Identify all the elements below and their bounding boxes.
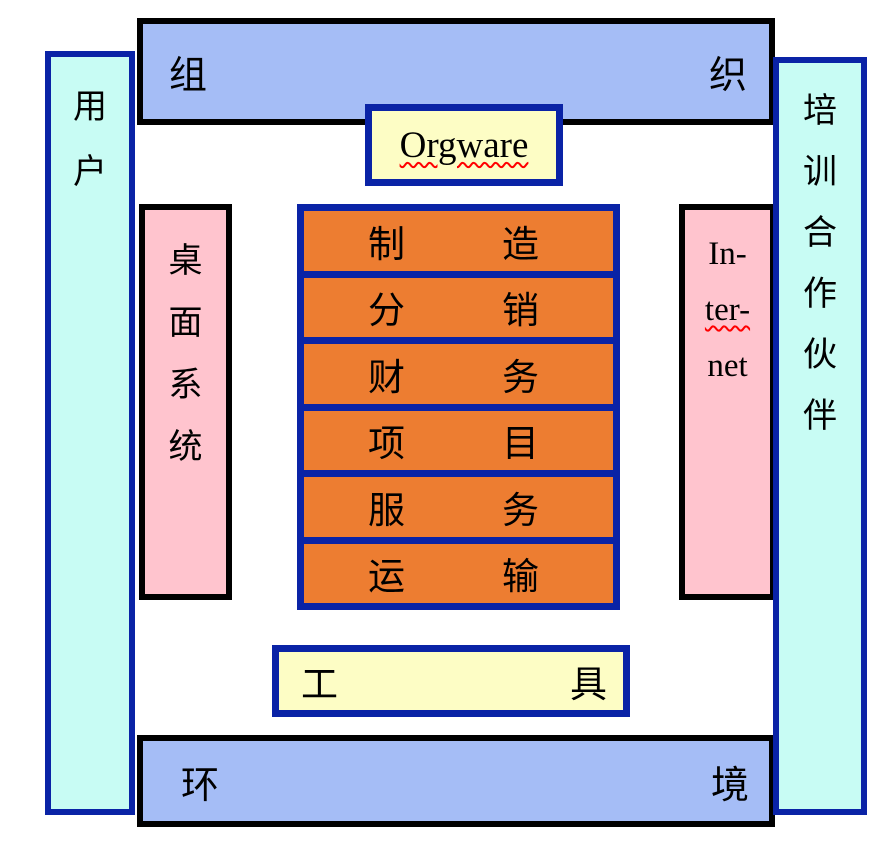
training-partners-char: 合 [803, 215, 837, 252]
module-stack: 制 造 分 销 财 务 项 目 服 务 运 输 [297, 204, 620, 610]
tools-right-char: 具 [570, 665, 607, 706]
internet-line: net [707, 348, 748, 384]
module-row-distribution: 分 销 [304, 277, 613, 337]
module-row-transport: 运 输 [304, 543, 613, 603]
desktop-system-char: 系 [168, 367, 203, 404]
module-char: 造 [502, 224, 539, 266]
module-char: 项 [368, 424, 405, 466]
module-char: 目 [502, 424, 539, 466]
users-bar-char: 户 [73, 154, 107, 191]
internet-line-misspell-underline: ter- [704, 292, 751, 328]
tools-box: 工 具 [272, 645, 630, 717]
desktop-system-char: 桌 [168, 243, 203, 280]
environment-right-char: 境 [710, 764, 749, 807]
module-char: 财 [368, 357, 405, 399]
organization-left-char: 组 [169, 55, 208, 97]
environment-left-char: 环 [181, 764, 220, 807]
training-partners-bar: 培 训 合 作 伙 伴 [773, 57, 867, 815]
module-char: 务 [502, 357, 539, 399]
organization-right-char: 织 [708, 55, 747, 97]
module-char: 务 [502, 490, 539, 532]
module-char: 输 [502, 557, 539, 599]
desktop-system-char: 面 [168, 305, 203, 342]
users-bar: 用 户 [45, 51, 135, 815]
module-row-service: 服 务 [304, 477, 613, 537]
training-partners-char: 培 [803, 93, 837, 130]
orgware-box: Orgware [365, 104, 563, 186]
module-row-manufacturing: 制 造 [304, 211, 613, 271]
module-char: 运 [368, 557, 405, 599]
training-partners-char: 伴 [803, 398, 837, 435]
training-partners-char: 训 [803, 154, 837, 191]
training-partners-char: 伙 [803, 337, 837, 374]
users-bar-char: 用 [73, 89, 107, 126]
internet-line: In- [708, 236, 747, 272]
training-partners-char: 作 [803, 276, 837, 313]
orgware-label: Orgware [399, 124, 529, 166]
desktop-system-char: 统 [168, 429, 203, 466]
internet-box: In- ter- net [679, 204, 776, 600]
module-row-project: 项 目 [304, 410, 613, 470]
desktop-system-box: 桌 面 系 统 [139, 204, 232, 600]
module-row-finance: 财 务 [304, 344, 613, 404]
module-char: 分 [368, 291, 405, 333]
module-char: 销 [502, 291, 539, 333]
module-char: 制 [368, 224, 405, 266]
module-char: 服 [368, 490, 405, 532]
tools-left-char: 工 [301, 665, 338, 706]
environment-bar: 环 境 [137, 735, 775, 827]
